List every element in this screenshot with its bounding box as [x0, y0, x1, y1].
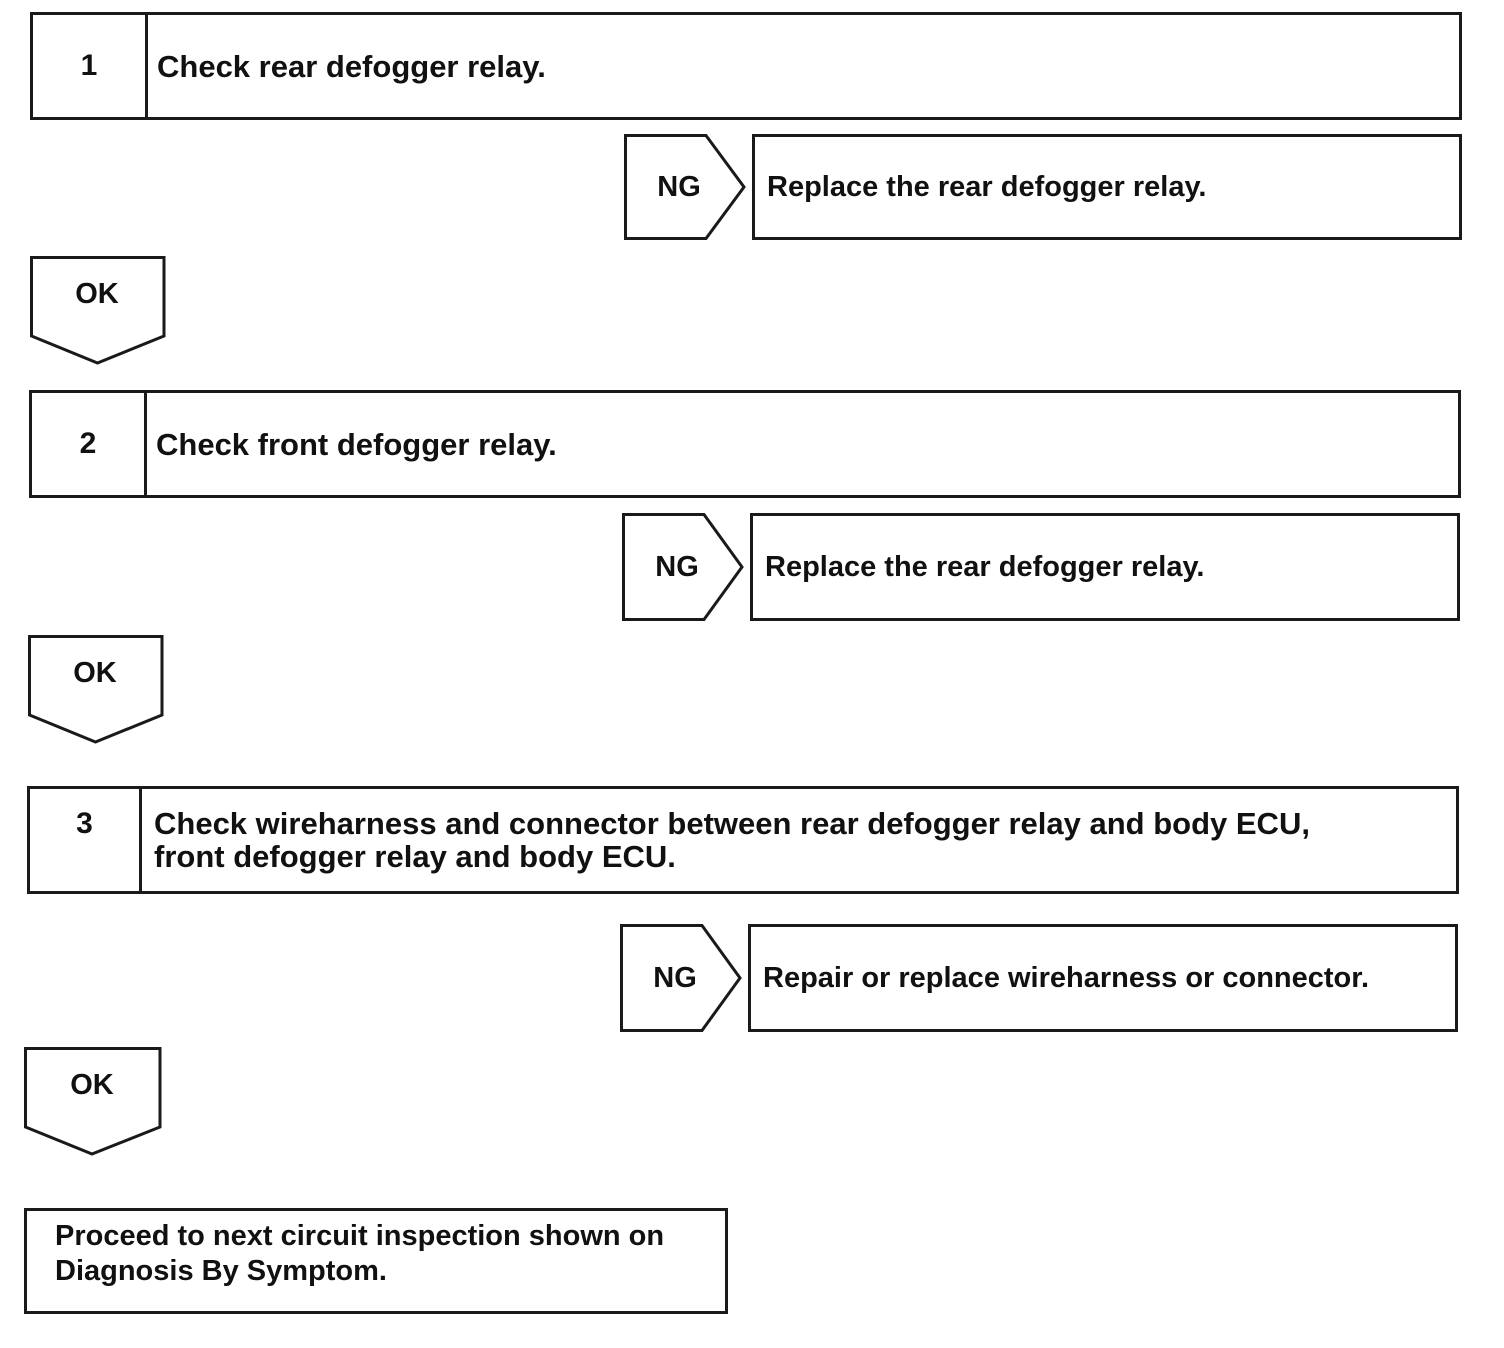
step-2-ng-label: NG: [655, 550, 699, 583]
step-1-ok-arrow: OK: [30, 256, 166, 366]
step-1-ng-label: NG: [657, 170, 701, 203]
step-2-row: 2 Check front defogger relay.: [29, 390, 1461, 498]
step-3-ng-arrow: NG: [620, 924, 742, 1032]
step-3-ng-label: NG: [653, 961, 697, 994]
step-2-number: 2: [32, 393, 147, 495]
step-1-number: 1: [33, 15, 148, 117]
step-3-ok-label: OK: [70, 1069, 114, 1101]
step-3-text: Check wireharness and connector between …: [154, 806, 1310, 874]
step-1-ok-label: OK: [75, 278, 119, 310]
step-3-row: 3 Check wireharness and connector betwee…: [27, 786, 1459, 894]
step-1-row: 1 Check rear defogger relay.: [30, 12, 1462, 120]
step-2-ng-arrow: NG: [622, 513, 744, 621]
step-2-ok-label: OK: [73, 657, 117, 689]
step-1-ng-action: Replace the rear defogger relay.: [752, 134, 1462, 240]
ok-arrow-shape: [30, 256, 166, 365]
ng-arrow-shape: [620, 924, 742, 1032]
step-2-ng-action: Replace the rear defogger relay.: [750, 513, 1460, 621]
step-1-text: Check rear defogger relay.: [157, 48, 546, 84]
ok-arrow-shape: [28, 635, 164, 744]
step-2-text: Check front defogger relay.: [156, 426, 557, 462]
step-1-ng-arrow: NG: [624, 134, 746, 240]
ng-arrow-shape: [624, 134, 746, 240]
step-3-number: 3: [30, 789, 142, 891]
step-3-ok-arrow: OK: [24, 1047, 162, 1157]
step-3-ng-action: Repair or replace wireharness or connect…: [748, 924, 1458, 1032]
ng-arrow-shape: [622, 513, 744, 621]
ok-arrow-shape: [24, 1047, 162, 1156]
final-instruction-box: Proceed to next circuit inspection shown…: [24, 1208, 728, 1314]
step-2-ok-arrow: OK: [28, 635, 164, 745]
